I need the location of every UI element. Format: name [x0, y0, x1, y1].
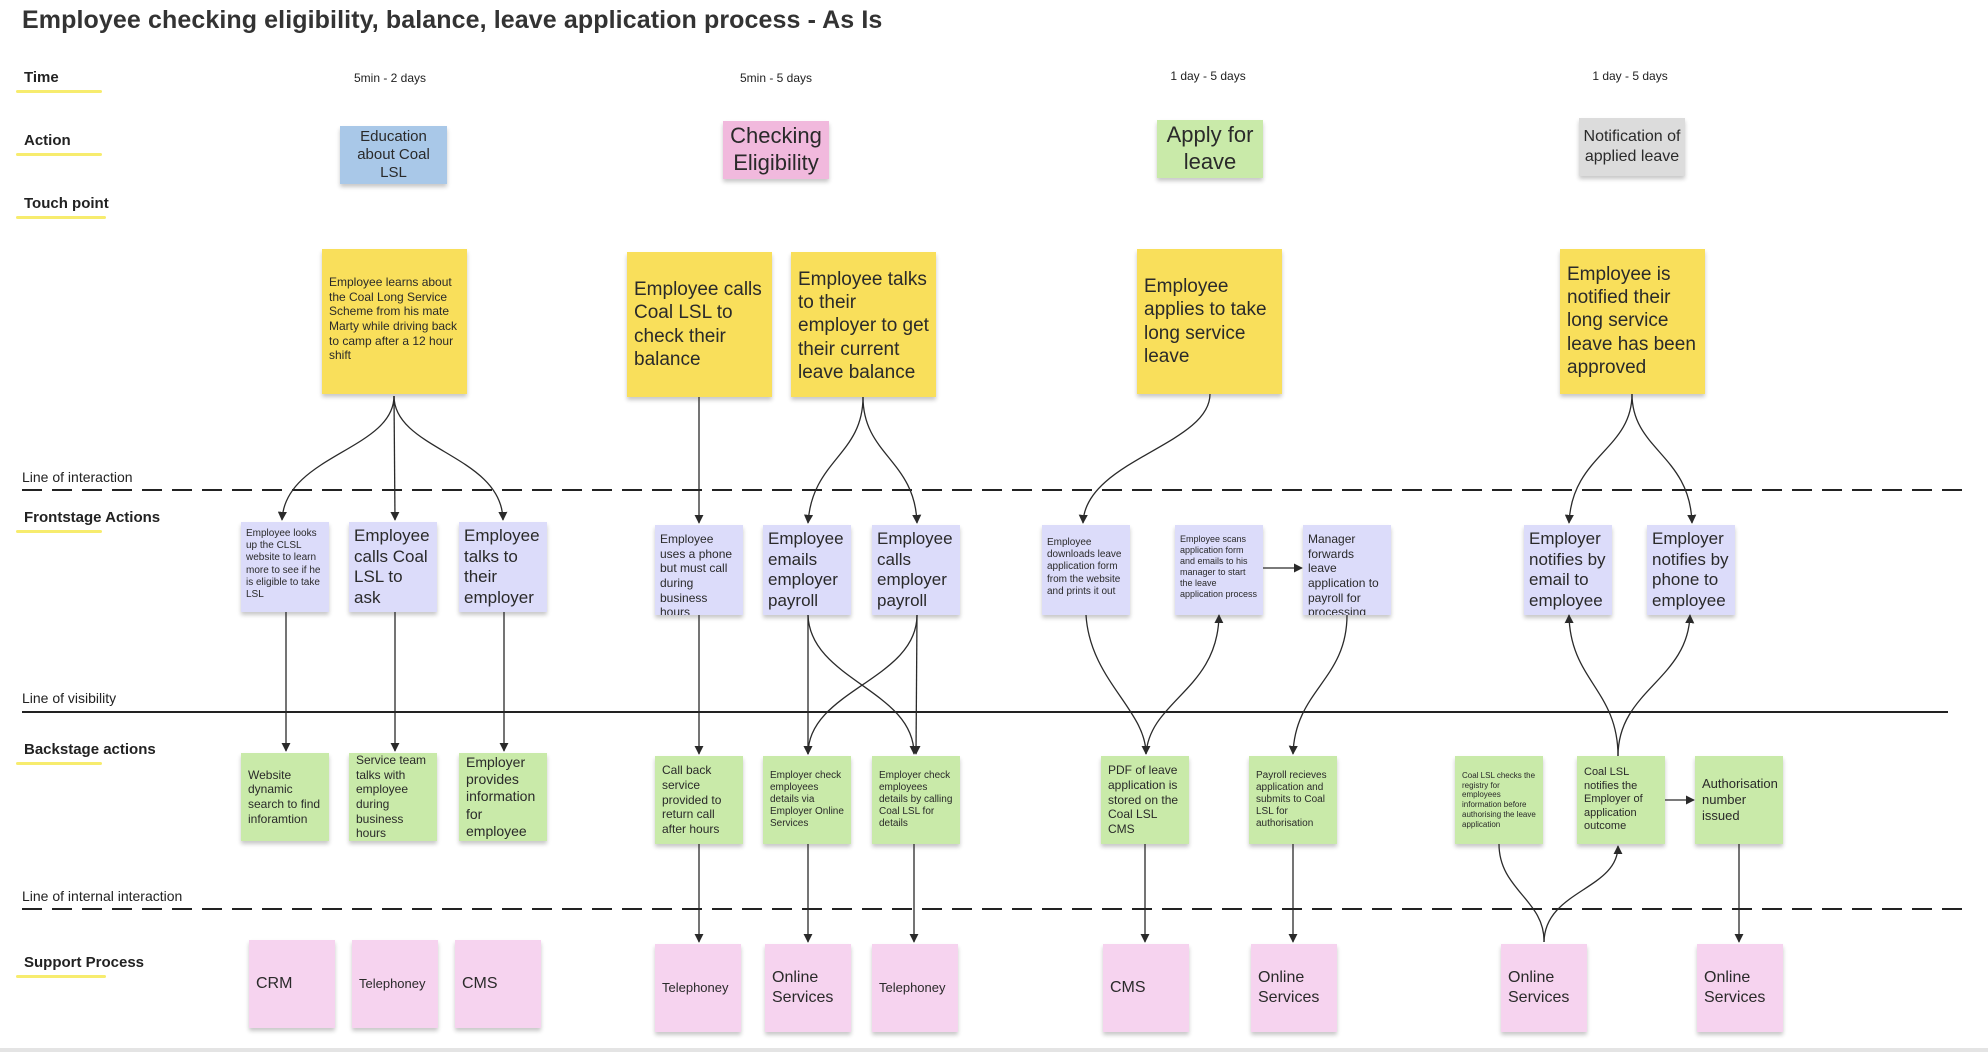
- frontstage-note[interactable]: Employer notifies by email to employee: [1524, 525, 1612, 615]
- row-label-action: Action: [24, 132, 71, 149]
- support-note[interactable]: Online Services: [1697, 944, 1783, 1032]
- support-note[interactable]: Online Services: [1251, 944, 1337, 1032]
- backstage-note[interactable]: Service team talks with employee during …: [349, 753, 437, 841]
- backstage-note[interactable]: Employer check employees details via Emp…: [763, 756, 851, 844]
- frontstage-note[interactable]: Employee emails employer payroll: [763, 525, 851, 615]
- support-note[interactable]: CMS: [1103, 944, 1189, 1032]
- connector-arrow: [277, 395, 395, 521]
- backstage-note[interactable]: Coal LSL checks the registry for employe…: [1455, 756, 1543, 844]
- connector-arrow: [803, 396, 864, 524]
- label-highlight: [16, 153, 102, 156]
- support-note[interactable]: Online Services: [1501, 944, 1587, 1032]
- backstage-note[interactable]: Website dynamic search to find inforamti…: [241, 753, 329, 841]
- row-label-backstage: Backstage actions: [24, 741, 156, 758]
- label-highlight: [16, 975, 106, 978]
- support-note[interactable]: Telephoney: [872, 944, 958, 1032]
- frontstage-note[interactable]: Employee talks to their employer: [459, 522, 547, 612]
- action-note-education[interactable]: Education about Coal LSL: [340, 126, 447, 184]
- frontstage-note[interactable]: Employee calls Coal LSL to ask questions: [349, 522, 437, 612]
- action-note-apply-for-leave[interactable]: Apply for leave: [1157, 120, 1263, 178]
- support-note[interactable]: Online Services: [765, 944, 851, 1032]
- backstage-note[interactable]: Payroll recieves application and submits…: [1249, 756, 1337, 844]
- action-note-checking-eligibility[interactable]: Checking Eligibility: [723, 121, 829, 179]
- connector-arrow: [1145, 614, 1224, 755]
- time-label: 1 day - 5 days: [1592, 69, 1668, 83]
- support-note[interactable]: Telephoney: [655, 944, 741, 1032]
- connector-arrow: [1543, 845, 1623, 943]
- connector-arrow: [862, 396, 922, 524]
- time-label: 5min - 2 days: [353, 71, 427, 85]
- connector-arrow: [1564, 393, 1633, 524]
- backstage-note[interactable]: Call back service provided to return cal…: [655, 756, 743, 844]
- time-label: 1 day - 5 days: [1170, 69, 1246, 83]
- time-label: 5min - 5 days: [739, 71, 813, 85]
- support-note[interactable]: CMS: [455, 940, 541, 1028]
- connector-arrow: [390, 395, 400, 521]
- connector-arrow: [1564, 614, 1619, 757]
- connector-arrow: [807, 614, 919, 755]
- action-note-notification[interactable]: Notification of applied leave: [1579, 118, 1685, 176]
- frontstage-note[interactable]: Employee looks up the CLSL website to le…: [241, 522, 329, 612]
- row-label-frontstage: Frontstage Actions: [24, 509, 161, 526]
- touchpoint-note[interactable]: Employee learns about the Coal Long Serv…: [322, 249, 467, 394]
- row-label-support: Support Process: [24, 954, 145, 971]
- bottom-bar: [0, 1048, 1988, 1052]
- label-highlight: [16, 90, 102, 93]
- line-of-visibility-label: Line of visibility: [22, 690, 117, 706]
- support-note[interactable]: CRM: [249, 940, 335, 1028]
- connector-arrow: [393, 395, 508, 521]
- touchpoint-note[interactable]: Employee calls Coal LSL to check their b…: [627, 252, 772, 397]
- connector-arrow: [1288, 614, 1348, 755]
- connector-arrow: [1078, 393, 1211, 524]
- line-of-interaction-label: Line of interaction: [22, 469, 133, 485]
- touchpoint-note[interactable]: Employee is notified their long service …: [1560, 249, 1705, 394]
- connector-arrow: [1631, 393, 1697, 524]
- page-title: Employee checking eligibility, balance, …: [22, 6, 883, 34]
- frontstage-note[interactable]: Employer notifies by phone to employee: [1647, 525, 1735, 615]
- backstage-note[interactable]: Employer check employees details by call…: [872, 756, 960, 844]
- frontstage-note[interactable]: Employee uses a phone but must call duri…: [655, 525, 743, 615]
- frontstage-note[interactable]: Employee scans application form and emai…: [1175, 525, 1263, 615]
- backstage-note[interactable]: Coal LSL notifies the Employer of applic…: [1577, 756, 1665, 844]
- support-note[interactable]: Telephoney: [352, 940, 438, 1028]
- frontstage-note[interactable]: Employee downloads leave application for…: [1042, 525, 1130, 615]
- frontstage-note[interactable]: Manager forwards leave application to pa…: [1303, 525, 1391, 615]
- connector-arrow: [1085, 614, 1151, 755]
- backstage-note[interactable]: Authorisation number issued: [1695, 756, 1783, 844]
- label-highlight: [16, 530, 102, 533]
- touchpoint-note[interactable]: Employee applies to take long service le…: [1137, 249, 1282, 394]
- connector-arrow: [1498, 843, 1545, 943]
- touchpoint-note[interactable]: Employee talks to their employer to get …: [791, 252, 936, 397]
- row-label-time: Time: [24, 69, 59, 86]
- label-highlight: [16, 216, 106, 219]
- row-label-touch-point: Touch point: [24, 195, 109, 212]
- frontstage-note[interactable]: Employee calls employer payroll: [872, 525, 960, 615]
- backstage-note[interactable]: Employer provides information for employ…: [459, 753, 547, 841]
- connector-arrow: [1617, 614, 1695, 757]
- label-highlight: [16, 762, 102, 765]
- connector-arrow: [911, 614, 921, 755]
- connector-arrow: [803, 614, 918, 755]
- backstage-note[interactable]: PDF of leave application is stored on th…: [1101, 756, 1189, 844]
- line-of-internal-interaction-label: Line of internal interaction: [22, 888, 183, 904]
